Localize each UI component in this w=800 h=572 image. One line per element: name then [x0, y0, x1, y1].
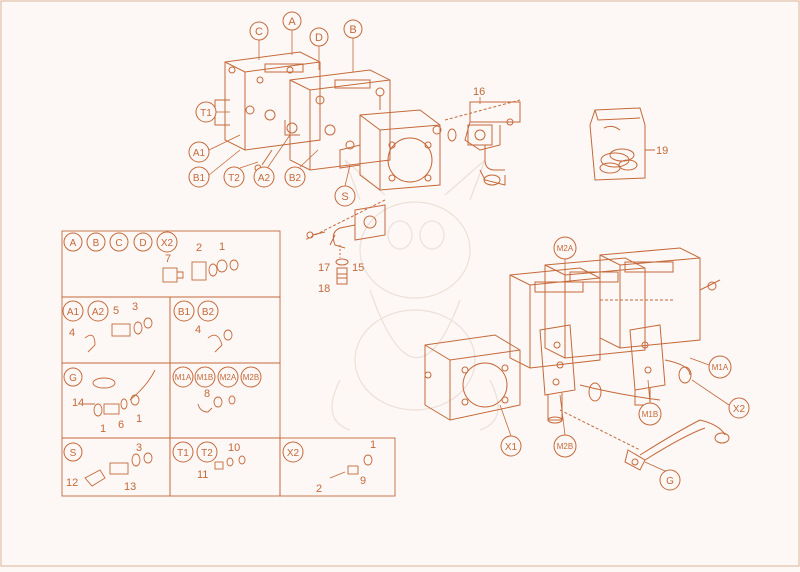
table-headers: A B C D X2 A1 A2 B1 B2 G M1A M1B M2A M2B… [62, 231, 304, 463]
parts-table [61, 230, 396, 497]
svg-text:X2: X2 [287, 448, 300, 459]
callout-M2B: M2B [553, 394, 577, 458]
svg-text:G: G [69, 373, 77, 384]
part-18-label: 18 [318, 283, 330, 295]
right-valve-assembly [424, 247, 730, 471]
callout-B: B [343, 19, 363, 72]
part-19-label: 19 [656, 145, 668, 157]
svg-text:1: 1 [370, 439, 376, 451]
callout-M1A: M1A [689, 355, 732, 379]
svg-text:C: C [115, 238, 122, 249]
svg-text:C: C [255, 26, 263, 38]
svg-text:4: 4 [195, 324, 201, 336]
svg-text:M2B: M2B [557, 442, 573, 451]
svg-text:A: A [70, 238, 77, 249]
flange-16-assembly [444, 99, 521, 186]
part-labels-top: 16 19 17 15 18 [318, 86, 668, 295]
svg-text:3: 3 [132, 301, 138, 313]
svg-text:11: 11 [197, 469, 208, 481]
svg-text:D: D [139, 238, 146, 249]
svg-text:M2B: M2B [243, 373, 259, 382]
svg-text:12: 12 [66, 477, 78, 489]
svg-text:A: A [288, 16, 296, 28]
callout-M1B: M1B [638, 379, 662, 426]
part-17-label: 17 [318, 262, 330, 274]
svg-text:M2A: M2A [557, 244, 574, 253]
callout-C: C [249, 21, 269, 60]
svg-text:13: 13 [124, 481, 136, 493]
callout-B2: B2 [284, 149, 319, 188]
svg-text:5: 5 [113, 305, 119, 317]
svg-text:14: 14 [72, 397, 84, 409]
svg-text:T2: T2 [228, 173, 240, 184]
svg-text:1: 1 [100, 423, 106, 435]
svg-text:1: 1 [219, 241, 225, 253]
callout-A2: A2 [253, 134, 291, 188]
svg-text:G: G [666, 476, 674, 487]
svg-text:A1: A1 [67, 307, 80, 318]
svg-text:4: 4 [69, 327, 75, 339]
callout-B1: B1 [188, 149, 241, 188]
callout-X2-right: X2 [691, 379, 750, 419]
watermark-mascot [331, 159, 499, 431]
table-part-numbers: 7 2 1 5 3 4 4 14 1 6 1 8 3 12 13 10 11 1… [66, 241, 376, 495]
part-16-label: 16 [473, 86, 485, 98]
svg-text:B1: B1 [178, 307, 191, 318]
svg-text:M1A: M1A [175, 373, 192, 382]
svg-text:T1: T1 [177, 448, 189, 459]
svg-text:A2: A2 [92, 307, 105, 318]
svg-text:3: 3 [136, 442, 142, 454]
part-15-label: 15 [352, 262, 364, 274]
svg-text:M1A: M1A [712, 363, 729, 372]
svg-text:X2: X2 [161, 238, 174, 249]
callout-S: S [334, 164, 356, 207]
svg-text:A1: A1 [193, 148, 206, 159]
svg-text:X1: X1 [505, 442, 518, 453]
svg-text:M2A: M2A [220, 373, 237, 382]
svg-text:S: S [341, 191, 348, 203]
svg-text:B: B [349, 24, 356, 36]
svg-text:1: 1 [136, 413, 142, 425]
svg-text:M1B: M1B [642, 410, 658, 419]
seal-kit-bag [589, 107, 655, 181]
svg-text:B2: B2 [289, 173, 302, 184]
svg-text:B: B [93, 238, 100, 249]
svg-text:10: 10 [228, 442, 240, 454]
svg-text:M1B: M1B [197, 373, 213, 382]
svg-text:S: S [70, 448, 77, 459]
svg-text:7: 7 [165, 253, 171, 265]
callout-T1: T1 [195, 101, 230, 123]
svg-text:A2: A2 [258, 173, 271, 184]
callout-A1: A1 [188, 134, 241, 163]
svg-text:B2: B2 [202, 307, 215, 318]
svg-text:X2: X2 [733, 404, 746, 415]
svg-text:T1: T1 [200, 108, 212, 119]
callout-X1: X1 [499, 404, 522, 457]
svg-text:9: 9 [360, 475, 366, 487]
flange-s-assembly [304, 199, 386, 285]
svg-text:8: 8 [204, 388, 210, 400]
svg-text:B1: B1 [193, 173, 206, 184]
callout-D: D [309, 27, 329, 70]
svg-text:2: 2 [316, 483, 322, 495]
svg-text:D: D [315, 32, 323, 44]
svg-text:6: 6 [118, 419, 124, 431]
callout-A: A [282, 11, 302, 55]
svg-text:T2: T2 [201, 448, 213, 459]
callout-G-right: G [644, 461, 681, 491]
top-valve-assembly [214, 51, 442, 191]
callout-T2: T2 [223, 161, 259, 188]
svg-text:2: 2 [196, 242, 202, 254]
table-part-sketches [78, 259, 373, 487]
callout-M2A: M2A [553, 236, 577, 345]
